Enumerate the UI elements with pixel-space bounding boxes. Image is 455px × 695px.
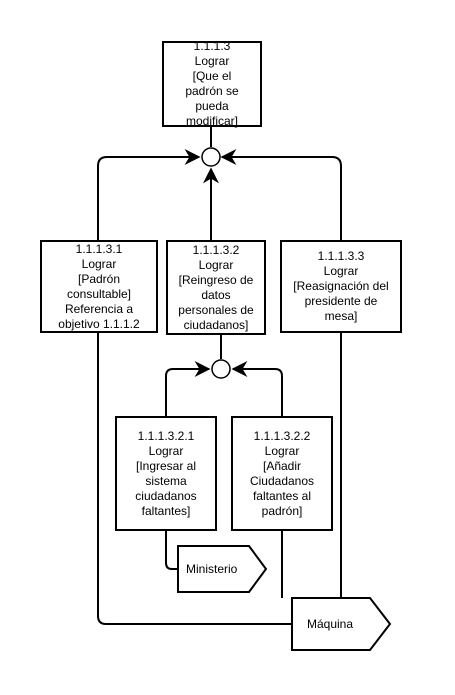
connector-111321-to-and bbox=[165, 361, 211, 416]
connector-11133-to-and bbox=[220, 149, 342, 240]
goal-11133-line: [Reasignación del bbox=[293, 279, 389, 293]
goal-111322-line: Ciudadanos bbox=[249, 473, 315, 488]
goal-111321-line: faltantes] bbox=[141, 503, 191, 518]
goal-1113-line: padrón se bbox=[185, 84, 239, 98]
goal-11133-line: Lograr bbox=[323, 264, 359, 278]
goal-11132: 1.1.1.3.2 Lograr [Reingreso de datos per… bbox=[166, 240, 266, 335]
goal-111322-line: faltantes al bbox=[252, 488, 312, 503]
goal-1113-line: 1.1.1.3 bbox=[193, 39, 231, 53]
agent-maquina-shape bbox=[291, 597, 392, 651]
goal-11132-line: 1.1.1.3.2 bbox=[192, 242, 240, 257]
link-111321-to-ministerio bbox=[165, 531, 178, 570]
connector-111322-to-and bbox=[231, 361, 283, 416]
goal-111321: 1.1.1.3.2.1 Lograr [Ingresar al sistema … bbox=[115, 416, 217, 531]
agent-maquina-label: Máquina bbox=[307, 617, 354, 631]
goal-11131-line: 1.1.1.3.1 bbox=[75, 241, 123, 256]
connector-11131-to-and bbox=[97, 149, 201, 240]
goal-11131-line: [Padrón bbox=[77, 271, 121, 286]
goal-111321-line: 1.1.1.3.2.1 bbox=[137, 428, 195, 443]
goal-11131: 1.1.1.3.1 Lograr [Padrón consultable] Re… bbox=[40, 240, 158, 333]
goal-11132-line: Lograr bbox=[198, 257, 234, 272]
goal-11132-line: personales de bbox=[178, 302, 254, 317]
goal-111322: 1.1.1.3.2.2 Lograr [Añadir Ciudadanos fa… bbox=[231, 416, 333, 531]
goal-11131-line: objetivo 1.1.1.2 bbox=[58, 316, 140, 331]
goal-111321-line: [Ingresar al bbox=[135, 458, 197, 473]
goal-1113: 1.1.1.3 Lograr [Que el padrón se pueda m… bbox=[162, 39, 262, 128]
goal-111321-line: ciudadanos bbox=[135, 488, 197, 503]
goal-111322-line: 1.1.1.3.2.2 bbox=[253, 428, 311, 443]
link-11131-to-maquina bbox=[97, 333, 292, 625]
goal-1113-line: modificar] bbox=[185, 114, 238, 128]
goal-11133: 1.1.1.3.3 Lograr [Reasignación del presi… bbox=[280, 240, 402, 333]
goal-1113-line: pueda bbox=[195, 99, 229, 113]
goal-111321-line: sistema bbox=[145, 473, 187, 488]
and-decomposition-top bbox=[201, 147, 221, 167]
goal-11131-line: consultable] bbox=[66, 286, 132, 301]
goal-11133-line: presidente de bbox=[304, 294, 378, 308]
goal-11131-line: Lograr bbox=[81, 256, 117, 271]
goal-11132-line: ciudadanos] bbox=[183, 317, 249, 332]
goal-11132-line: [Reingreso de bbox=[178, 272, 254, 287]
goal-11133-line: mesa] bbox=[324, 309, 358, 323]
goal-1113-line: [Que el bbox=[192, 69, 232, 83]
goal-11132-line: datos bbox=[201, 287, 231, 302]
goal-111321-line: Lograr bbox=[148, 443, 184, 458]
and-decomposition-bottom bbox=[211, 359, 231, 379]
goal-11133-line: 1.1.1.3.3 bbox=[317, 249, 365, 263]
goal-111322-line: Lograr bbox=[264, 443, 300, 458]
agent-ministerio-shape bbox=[177, 545, 268, 593]
goal-1113-line: Lograr bbox=[194, 54, 230, 68]
goal-11131-line: Referencia a bbox=[64, 301, 134, 316]
agent-ministerio-label: Ministerio bbox=[186, 562, 238, 576]
goal-111322-line: [Añadir bbox=[262, 458, 302, 473]
goal-111322-line: padrón] bbox=[261, 503, 303, 518]
